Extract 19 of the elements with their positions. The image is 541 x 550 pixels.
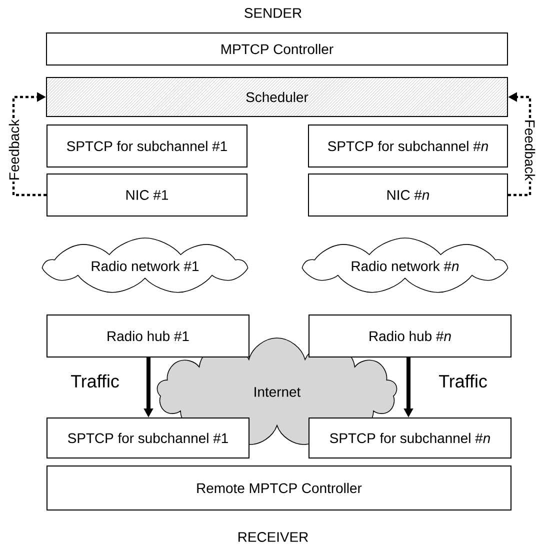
controller-box: MPTCP Controller bbox=[46, 32, 508, 66]
network-cloud: Radio network #1 bbox=[42, 238, 248, 293]
interface-box: NIC #1 bbox=[46, 174, 248, 216]
role-label: SENDER bbox=[244, 8, 302, 18]
edge-label: Traffic bbox=[70, 373, 120, 389]
edge-label: Feedback bbox=[8, 118, 20, 182]
role-label: RECEIVER bbox=[238, 532, 308, 542]
hub-box: Radio hub #1 bbox=[46, 314, 250, 358]
protocol-box: SPTCP for subchannel #n bbox=[308, 124, 508, 168]
protocol-box: SPTCP for subchannel #1 bbox=[46, 124, 248, 168]
protocol-box: SPTCP for subchannel #n bbox=[308, 418, 512, 458]
edge-label: Traffic bbox=[438, 373, 488, 389]
controller-box: Remote MPTCP Controller bbox=[46, 466, 512, 510]
scheduler-box: Scheduler bbox=[46, 77, 508, 117]
hub-box: Radio hub #n bbox=[308, 314, 512, 358]
protocol-box: SPTCP for subchannel #1 bbox=[46, 418, 250, 458]
edge-label: Feedback bbox=[524, 118, 536, 182]
interface-box: NIC #n bbox=[308, 174, 508, 216]
network-cloud: Radio network #n bbox=[302, 238, 508, 293]
